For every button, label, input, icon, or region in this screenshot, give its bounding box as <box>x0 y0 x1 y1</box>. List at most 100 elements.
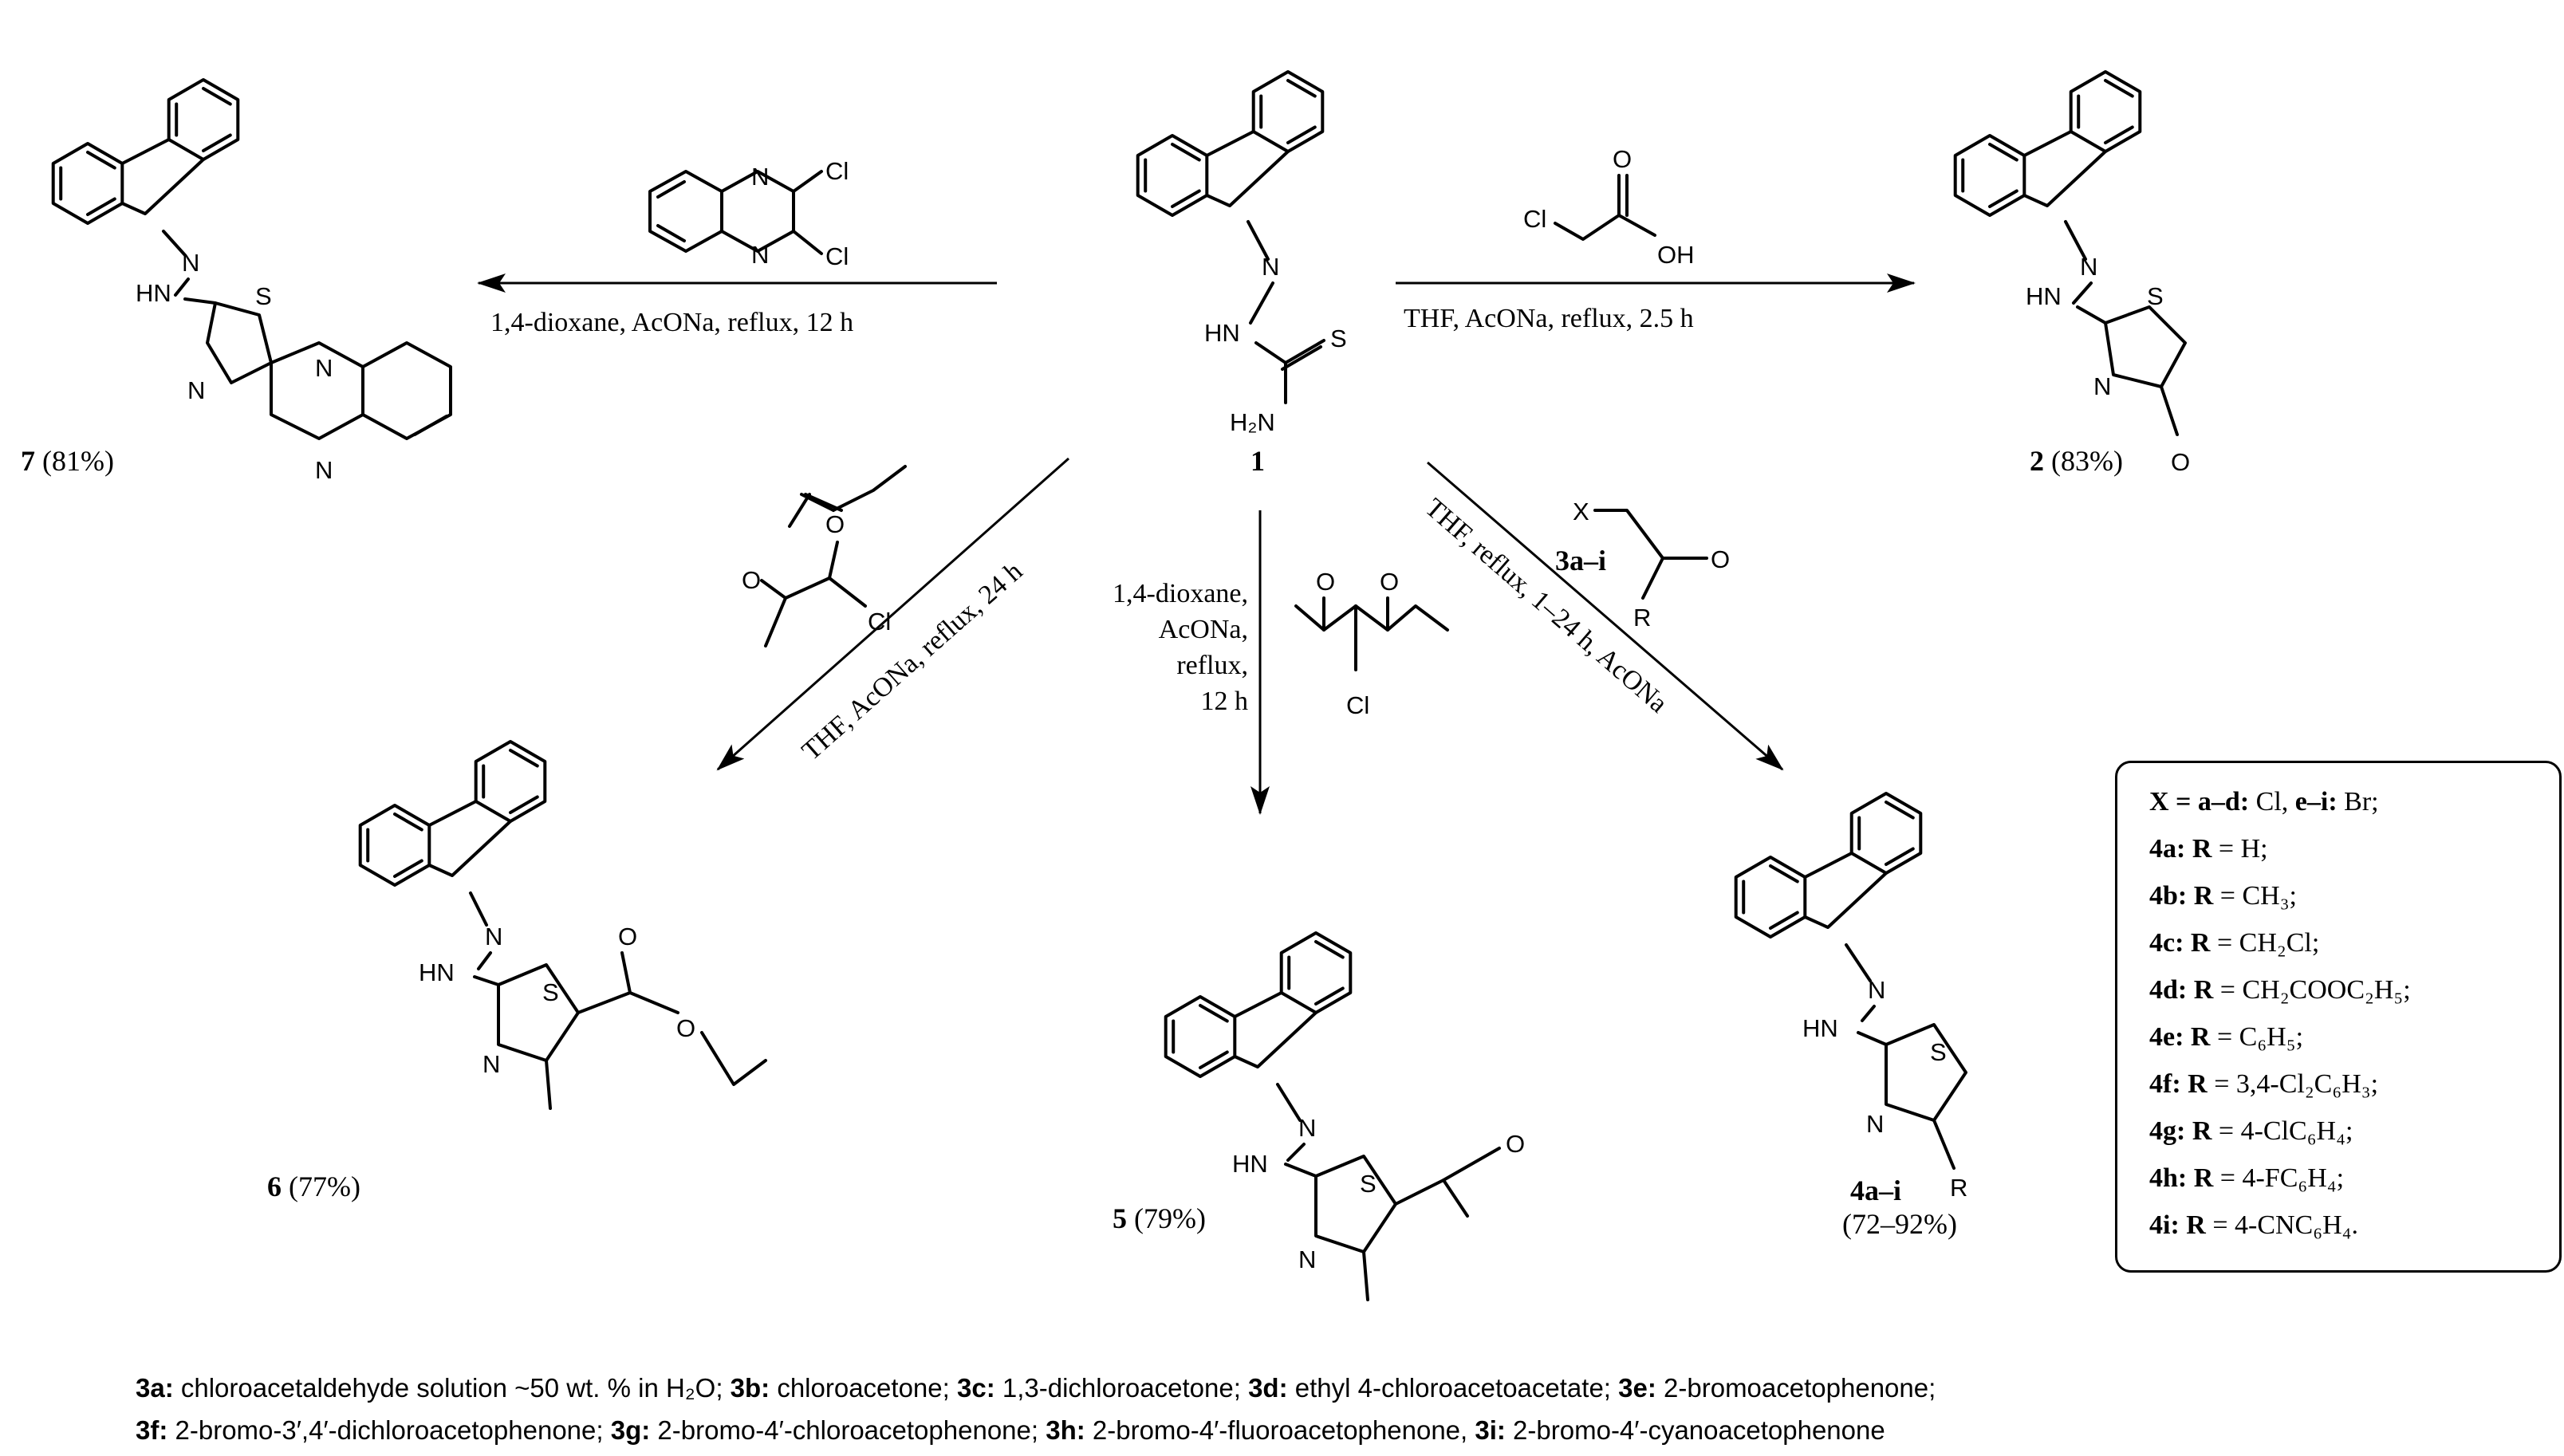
legend-label: 4h: R <box>2149 1163 2214 1193</box>
atom-h2n: H₂N <box>1230 408 1275 436</box>
footnote-key: 3i: <box>1475 1415 1506 1445</box>
fluorenylidene-compound-7 <box>51 78 240 225</box>
legend-label: 4a: R <box>2149 834 2212 864</box>
legend-line: 4b: R = CH₃; <box>2149 881 2297 911</box>
conditions-to-7: 1,4-dioxane, AcONa, reflux, 12 h <box>490 308 853 337</box>
svg-text:O: O <box>1380 568 1399 596</box>
compound-6-label: 6 (77%) <box>267 1171 360 1202</box>
footnote-text: 2-bromo-3′,4′-dichloroacetophenone; <box>167 1415 611 1445</box>
svg-text:X: X <box>1573 498 1589 525</box>
svg-text:Cl: Cl <box>825 242 849 270</box>
fluorenylidene-compound-1 <box>1136 70 1325 217</box>
legend-value: Cl, <box>2249 787 2295 817</box>
compound-7-structure: N HN S N N N 7 (81%) <box>21 230 452 484</box>
footnote-key: 3f: <box>136 1415 168 1445</box>
legend-line: 4f: R = 3,4-Cl₂C₆H₃; <box>2149 1069 2378 1100</box>
legend-line: 4a: R = H; <box>2149 834 2268 864</box>
svg-text:S: S <box>2147 282 2164 310</box>
legend-line: 4e: R = C₆H₅; <box>2149 1022 2303 1053</box>
legend-value: Br; <box>2337 787 2379 817</box>
conditions-to-5-line3: reflux, <box>1176 651 1248 680</box>
svg-text:Cl: Cl <box>1346 691 1369 719</box>
svg-text:N: N <box>315 354 333 382</box>
arrow-to-4 <box>1427 461 1784 771</box>
svg-text:O: O <box>618 923 637 950</box>
svg-text:N: N <box>1298 1245 1316 1273</box>
footnote-text: ethyl 4-chloroacetoacetate; <box>1287 1373 1619 1403</box>
footnote-key: 3b: <box>730 1373 770 1403</box>
reagent-chloroacetic-acid: Cl O OH <box>1523 145 1695 269</box>
compound-1-label: 1 <box>1250 445 1265 477</box>
svg-text:N: N <box>1866 1110 1884 1138</box>
svg-text:N: N <box>751 163 769 191</box>
svg-text:O: O <box>2171 448 2190 476</box>
legend-label: 4g: R <box>2149 1116 2212 1146</box>
svg-text:Cl: Cl <box>1523 205 1546 233</box>
footnote-text: 1,3-dichloroacetone; <box>994 1373 1249 1403</box>
conditions-to-6: THF, AcONa, reflux, 24 h <box>797 557 1029 766</box>
arrow-to-6 <box>716 457 1069 771</box>
svg-text:O: O <box>825 510 845 538</box>
footnote-key: 3c: <box>956 1373 995 1403</box>
legend-label: X = a–d: <box>2149 787 2250 817</box>
compound-4-structure: N HN S N R 4a–i (72–92%) <box>1802 943 1967 1240</box>
svg-text:HN: HN <box>136 279 171 307</box>
conditions-to-5-line4: 12 h <box>1201 687 1249 716</box>
reagent-3a-i-label: 3a–i <box>1555 545 1606 576</box>
footnote-text: chloroacetaldehyde solution ~50 wt. % in… <box>173 1373 731 1403</box>
svg-text:Cl: Cl <box>825 157 849 185</box>
svg-text:O: O <box>1613 145 1632 173</box>
svg-text:S: S <box>542 978 559 1006</box>
compound-2-label: 2 (83%) <box>2030 445 2123 477</box>
legend-line: 4i: R = 4-CNC₆H₄. <box>2149 1210 2358 1241</box>
svg-text:S: S <box>1360 1170 1377 1198</box>
svg-text:N: N <box>1298 1114 1316 1142</box>
svg-text:O: O <box>1711 545 1730 573</box>
legend-label: 4d: R <box>2149 975 2214 1005</box>
legend-label: 4b: R <box>2149 881 2214 911</box>
compound-2-structure: N HN S N O 2 (83%) <box>2026 220 2190 477</box>
footnote-key: 3a: <box>136 1373 174 1403</box>
fluorenylidene-units <box>51 70 2142 1078</box>
conditions-to-2: THF, AcONa, reflux, 2.5 h <box>1404 304 1694 333</box>
footnote-key: 3g: <box>610 1415 651 1445</box>
legend-label: 4e: R <box>2149 1022 2211 1052</box>
footnote-line-2: 3f: 2-bromo-3′,4′-dichloroacetophenone; … <box>136 1415 1885 1446</box>
footnote-text: 2-bromo-4′-fluoroacetophenone, <box>1085 1415 1475 1445</box>
atom-hn: HN <box>1204 319 1240 347</box>
legend-value: = 3,4-Cl₂C₆H₃; <box>2207 1069 2379 1099</box>
svg-text:N: N <box>187 376 205 404</box>
legend-line: X = a–d: Cl, e–i: Br; <box>2149 787 2379 817</box>
svg-text:OH: OH <box>1657 241 1695 269</box>
compound-6-structure: N HN S N O O 6 (77%) <box>267 891 767 1202</box>
compound-5-label: 5 (79%) <box>1113 1202 1206 1234</box>
legend-line: 4d: R = CH₂COOC₂H₅; <box>2149 975 2411 1005</box>
svg-text:S: S <box>1930 1038 1947 1066</box>
legend-value: = C₆H₅; <box>2210 1022 2304 1052</box>
footnote-text: 2-bromoacetophenone; <box>1656 1373 1936 1403</box>
svg-text:R: R <box>1950 1174 1967 1202</box>
svg-text:R: R <box>1633 604 1651 632</box>
svg-text:O: O <box>1506 1130 1525 1158</box>
legend-value: = 4-FC₆H₄; <box>2213 1163 2345 1193</box>
compound-4-yield: (72–92%) <box>1842 1208 1957 1240</box>
reagent-ethyl-chloroacetoacetate: O O Cl <box>742 465 907 647</box>
footnote-key: 3d: <box>1248 1373 1288 1403</box>
substituent-legend: X = a–d: Cl, e–i: Br; 4a: R = H; 4b: R = C… <box>2115 761 2562 1273</box>
legend-value: = 4-CNC₆H₄. <box>2205 1210 2358 1240</box>
svg-text:N: N <box>2080 253 2097 281</box>
footnote-key: 3e: <box>1618 1373 1656 1403</box>
svg-text:HN: HN <box>1232 1150 1268 1178</box>
reagent-dichloroquinoxaline: N N Cl Cl <box>648 157 849 270</box>
svg-text:O: O <box>1316 568 1335 596</box>
legend-label: 4c: R <box>2149 928 2211 958</box>
svg-text:O: O <box>742 566 761 594</box>
compound-7-label: 7 (81%) <box>21 445 114 477</box>
footnote-text: 2-bromo-4′-cyanoacetophenone <box>1505 1415 1885 1445</box>
footnote-text: chloroacetone; <box>770 1373 957 1403</box>
conditions-to-5-line2: AcONa, <box>1159 615 1248 644</box>
footnote-line-1: 3a: chloroacetaldehyde solution ~50 wt. … <box>136 1373 1936 1403</box>
compound-1-structure: N HN S H₂N 1 <box>1204 220 1347 477</box>
legend-value: = CH₂Cl; <box>2210 928 2320 958</box>
